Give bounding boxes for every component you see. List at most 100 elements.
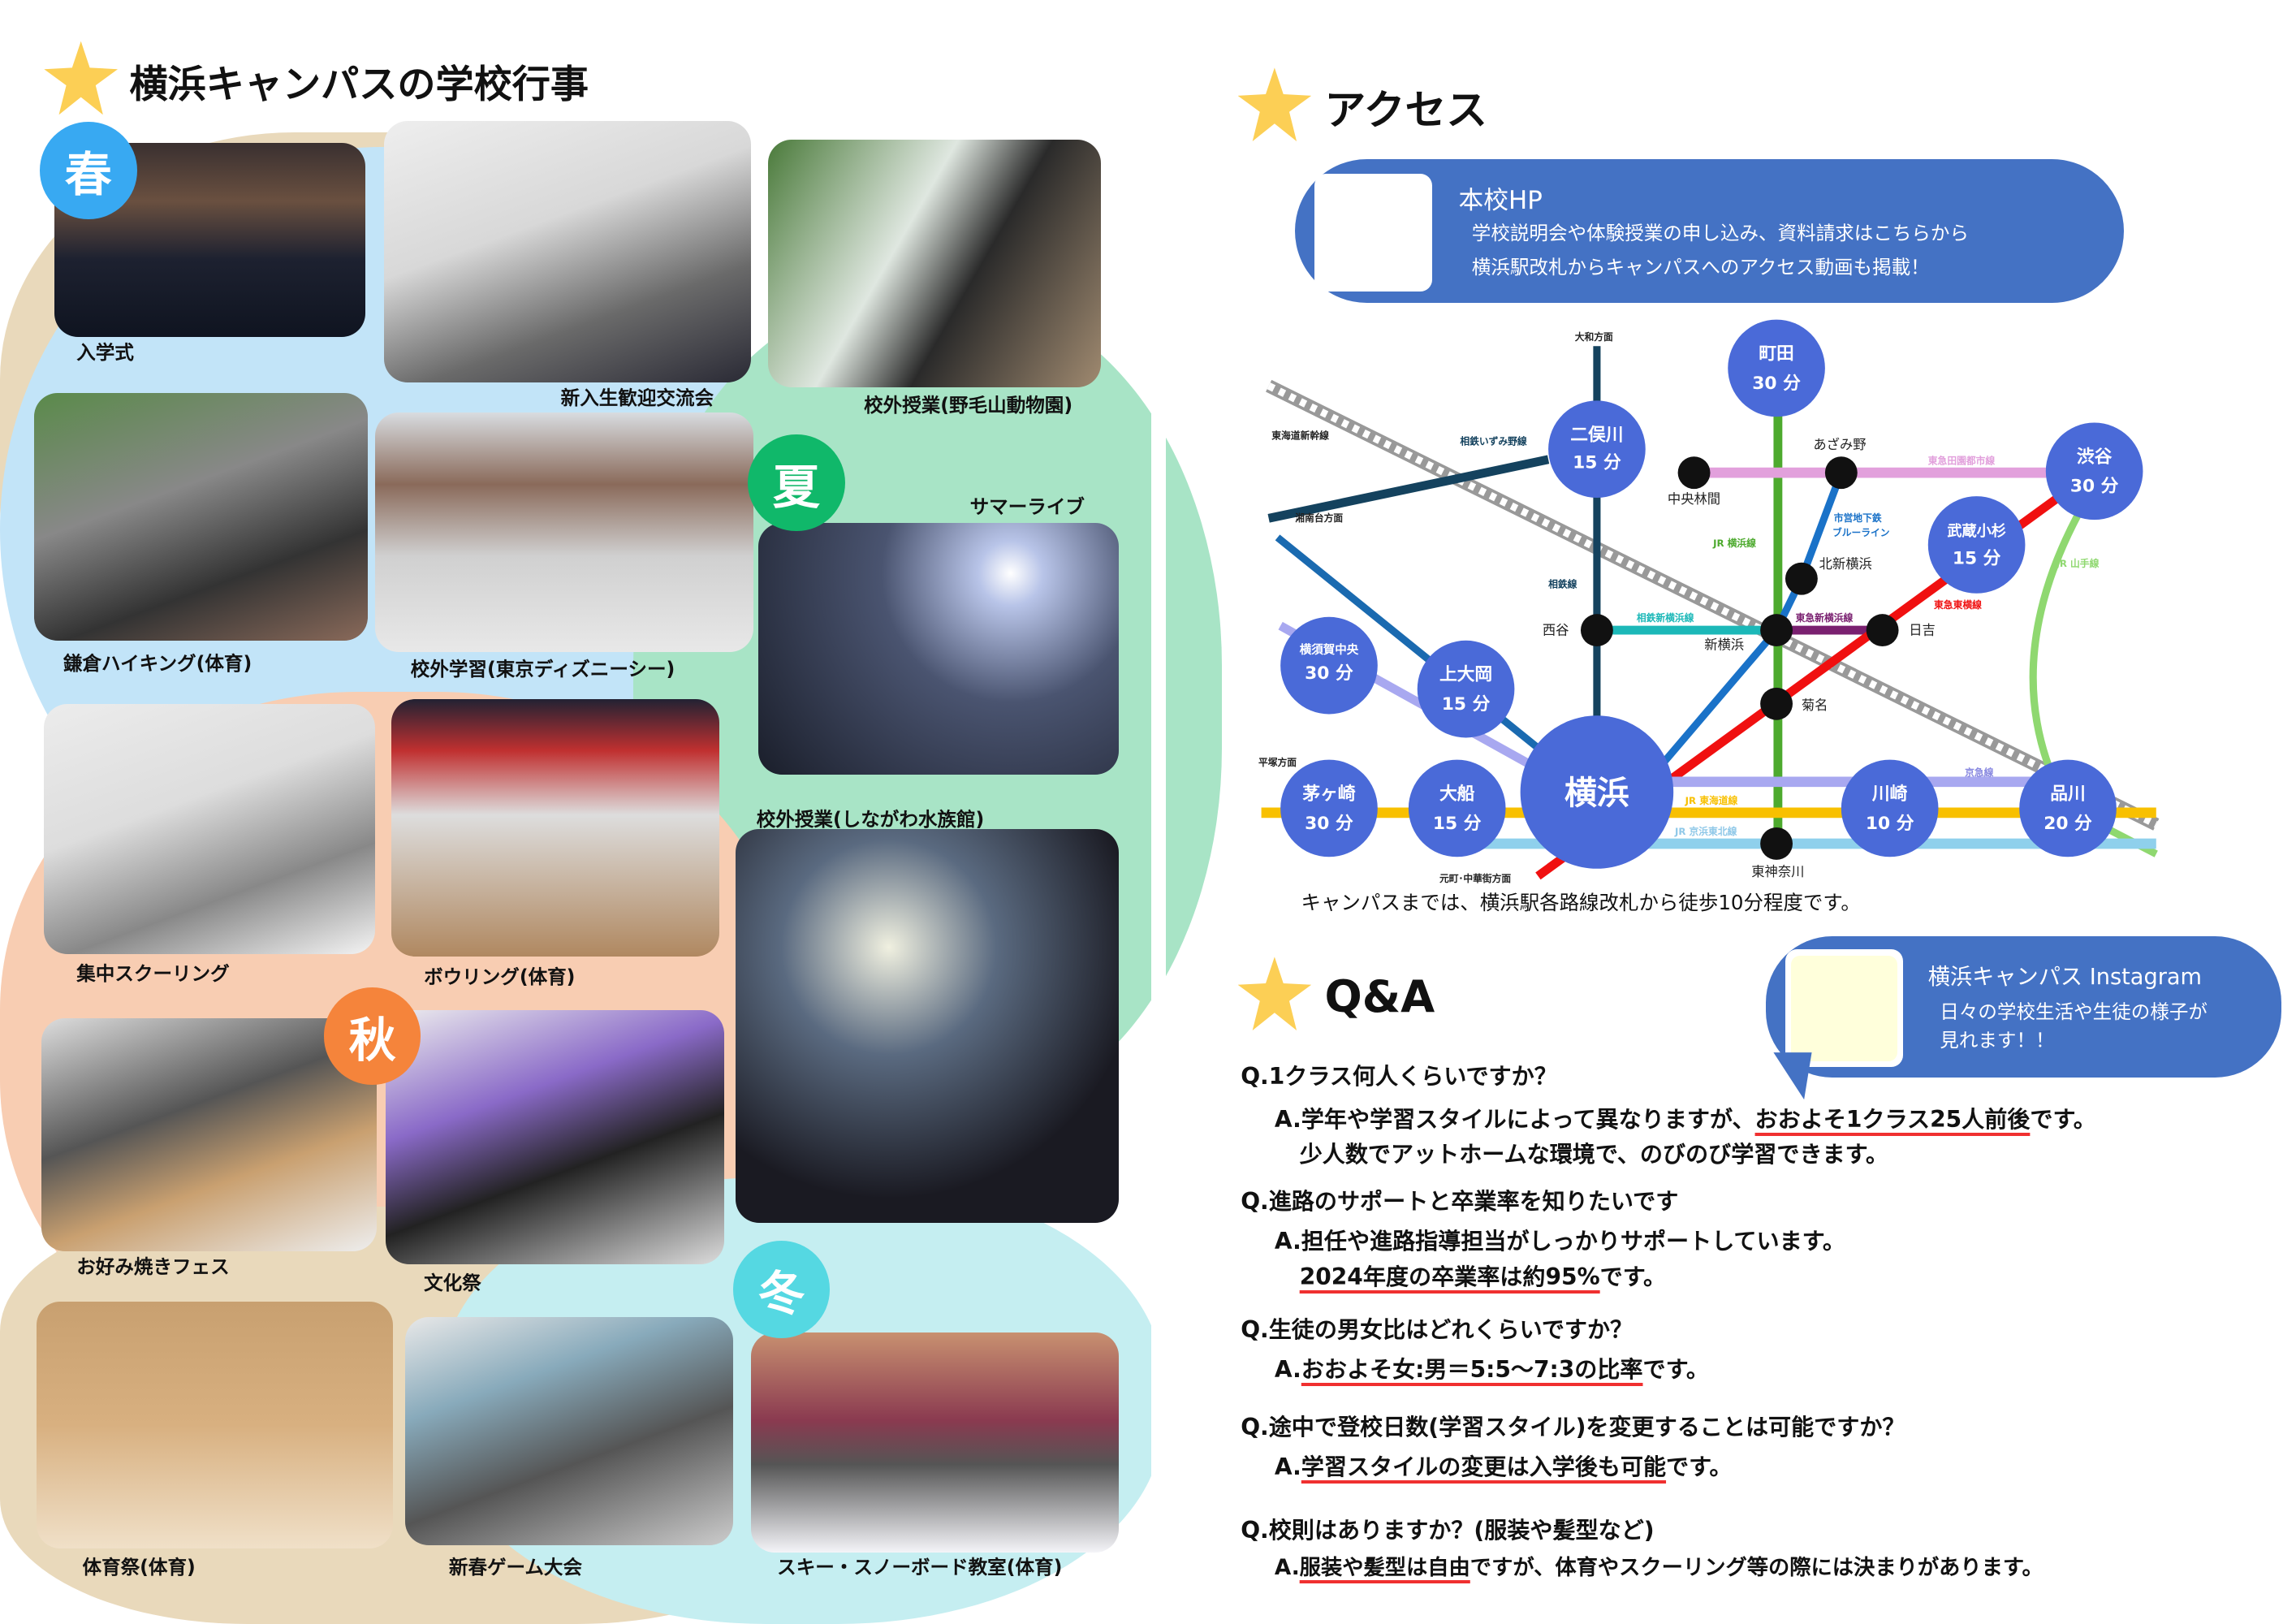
photo-schooling	[44, 703, 376, 954]
season-badge-spring: 春	[39, 122, 137, 220]
direction-label: 元町･中華街方面	[1439, 873, 1511, 884]
question-2: Q.進路のサポートと卒業率を知りたいです	[1241, 1188, 1679, 1216]
answer-highlight: 学習スタイルの変更は入学後も可能	[1301, 1453, 1667, 1480]
line-label: 相鉄新横浜線	[1637, 612, 1694, 624]
station-name: 武蔵小杉	[1947, 522, 2005, 540]
event-caption: 校外授業(しながわ水族館)	[756, 807, 985, 831]
answer-text: です。	[1666, 1453, 1733, 1480]
photo-ski-snowboard	[750, 1332, 1119, 1553]
station-name: 品川	[2050, 784, 2086, 805]
instagram-banner[interactable]: 横浜キャンパス Instagram 日々の学校生活や生徒の様子が 見れます！！	[1766, 935, 2281, 1078]
station-time: 30 分	[1305, 663, 1353, 684]
station-time: 30 分	[2070, 477, 2119, 497]
station-time: 15 分	[1433, 814, 1482, 834]
line-label: 京急線	[1965, 767, 1994, 779]
hp-title: 本校HP	[1458, 186, 1543, 216]
qr-code-icon	[1791, 955, 1897, 1062]
station-name: 川崎	[1871, 784, 1908, 805]
line-label: JR 東海道線	[1685, 795, 1738, 806]
station-name: 横浜	[1564, 775, 1629, 812]
school-hp-banner[interactable]: 本校HP 学校説明会や体験授業の申し込み、資料請求はこちらから 横浜駅改札からキ…	[1295, 158, 2124, 304]
photo-sports-day	[37, 1301, 393, 1549]
page-divider	[1150, 0, 1166, 1624]
station-name: 町田	[1759, 344, 1794, 365]
answer-text: A.	[1274, 1453, 1301, 1480]
station-label: 北新横浜	[1819, 556, 1872, 572]
station-name: 二俣川	[1570, 425, 1623, 445]
answer-text: です。	[2030, 1105, 2096, 1133]
station-dot	[1760, 687, 1793, 720]
station-label: 中央林間	[1668, 491, 1720, 507]
event-caption: 新春ゲーム大会	[448, 1555, 583, 1579]
line-label: JR 横浜線	[1712, 538, 1756, 549]
photo-aquarium	[736, 828, 1119, 1224]
direction-label: 平塚方面	[1258, 757, 1297, 768]
station-label: 新横浜	[1704, 637, 1744, 653]
station-label: 西谷	[1543, 623, 1569, 638]
station-time: 15 分	[1953, 549, 2001, 569]
answer-4: A.学習スタイルの変更は入学後も可能です。	[1275, 1449, 1733, 1482]
event-caption: 校外学習(東京ディズニーシー)	[410, 657, 675, 680]
hp-line1: 学校説明会や体験授業の申し込み、資料請求はこちらから	[1471, 222, 1970, 245]
photo-nogeyama-zoo	[768, 140, 1101, 387]
line-shinkansen-hatch	[1267, 382, 2158, 828]
season-badge-summer: 夏	[747, 434, 845, 532]
station-circle	[1280, 616, 1378, 715]
answer-1: A.学年や学習スタイルによって異なりますが、おおよそ1クラス25人前後です。	[1275, 1101, 2096, 1134]
answer-1-line2: 少人数でアットホームな環境で、のびのび学習できます。	[1299, 1141, 1888, 1168]
event-caption: お好み焼きフェス	[76, 1255, 230, 1278]
station-time: 15 分	[1442, 694, 1491, 715]
question-5: Q.校則はありますか？(服装や髪型など)	[1241, 1516, 1655, 1544]
photo-welcome-party	[384, 120, 751, 383]
photo-okonomiyaki	[41, 1018, 378, 1251]
station-circle	[1520, 715, 1674, 869]
direction-label: 大和方面	[1575, 331, 1613, 343]
line-label: 東海道新幹線	[1271, 430, 1329, 441]
line-izumino	[1267, 455, 1550, 523]
event-caption: 体育祭(体育)	[82, 1555, 196, 1579]
answer-highlight: おおよそ1クラス25人前後	[1754, 1105, 2031, 1133]
station-circle	[2019, 759, 2117, 857]
line-label: 相鉄線	[1548, 579, 1577, 590]
answer-5: A.服装や髪型は自由ですが、体育やスクーリング等の際には決まりがあります。	[1275, 1550, 2044, 1581]
answer-2: A.担任や進路指導担当がしっかりサポートしています。	[1274, 1228, 1846, 1255]
station-name: 上大岡	[1439, 665, 1492, 685]
event-caption: 入学式	[76, 341, 134, 365]
instagram-qr-code[interactable]	[1785, 949, 1903, 1068]
station-dot	[1677, 456, 1711, 490]
line-label: 東急田園都市線	[1927, 455, 1996, 466]
event-caption: 校外授業(野毛山動物園)	[864, 394, 1073, 417]
events-title: 横浜キャンパスの学校行事	[129, 63, 589, 108]
station-time: 15 分	[1573, 453, 1621, 473]
hp-qr-code[interactable]	[1314, 173, 1432, 292]
line-label: 市営地下鉄	[1834, 512, 1882, 524]
answer-text: です。	[1642, 1356, 1709, 1384]
question-3: Q.生徒の男女比はどれくらいですか？	[1241, 1316, 1634, 1344]
line-blueline	[1645, 471, 1845, 783]
line-label: 東急新横浜線	[1795, 612, 1854, 624]
line-label: JR 京浜東北線	[1674, 826, 1737, 837]
event-caption: サマーライブ	[969, 495, 1085, 519]
event-caption: 集中スクーリング	[76, 962, 230, 986]
station-name: 大船	[1439, 784, 1475, 805]
station-label: 東神奈川	[1751, 864, 1804, 879]
access-note: キャンパスまでは、横浜駅各路線改札から徒歩10分程度です。	[1301, 891, 1861, 915]
station-label: 菊名	[1802, 698, 1828, 713]
station-circle	[1280, 759, 1378, 857]
event-caption: 鎌倉ハイキング(体育)	[63, 651, 252, 675]
instagram-title: 横浜キャンパス Instagram	[1927, 965, 2203, 991]
station-name: 渋谷	[2077, 447, 2113, 467]
answer-text: です。	[1599, 1263, 1667, 1290]
station-dot	[1824, 456, 1858, 490]
station-name: 茅ヶ崎	[1302, 784, 1355, 805]
station-circle	[1927, 496, 2026, 594]
answer-3: A.おおよそ女:男＝5:5〜7:3の比率です。	[1275, 1351, 1709, 1384]
season-badge-autumn: 秋	[323, 987, 421, 1086]
question-1: Q.1クラス何人くらいですか？	[1241, 1063, 1557, 1091]
line-label: JR 山手線	[2056, 558, 2100, 569]
event-caption: 新入生歓迎交流会	[560, 387, 714, 410]
question-4: Q.途中で登校日数(学習スタイル)を変更することは可能ですか？	[1241, 1413, 1905, 1440]
answer-text: A.	[1274, 1356, 1301, 1384]
access-title: アクセス	[1324, 86, 1487, 135]
